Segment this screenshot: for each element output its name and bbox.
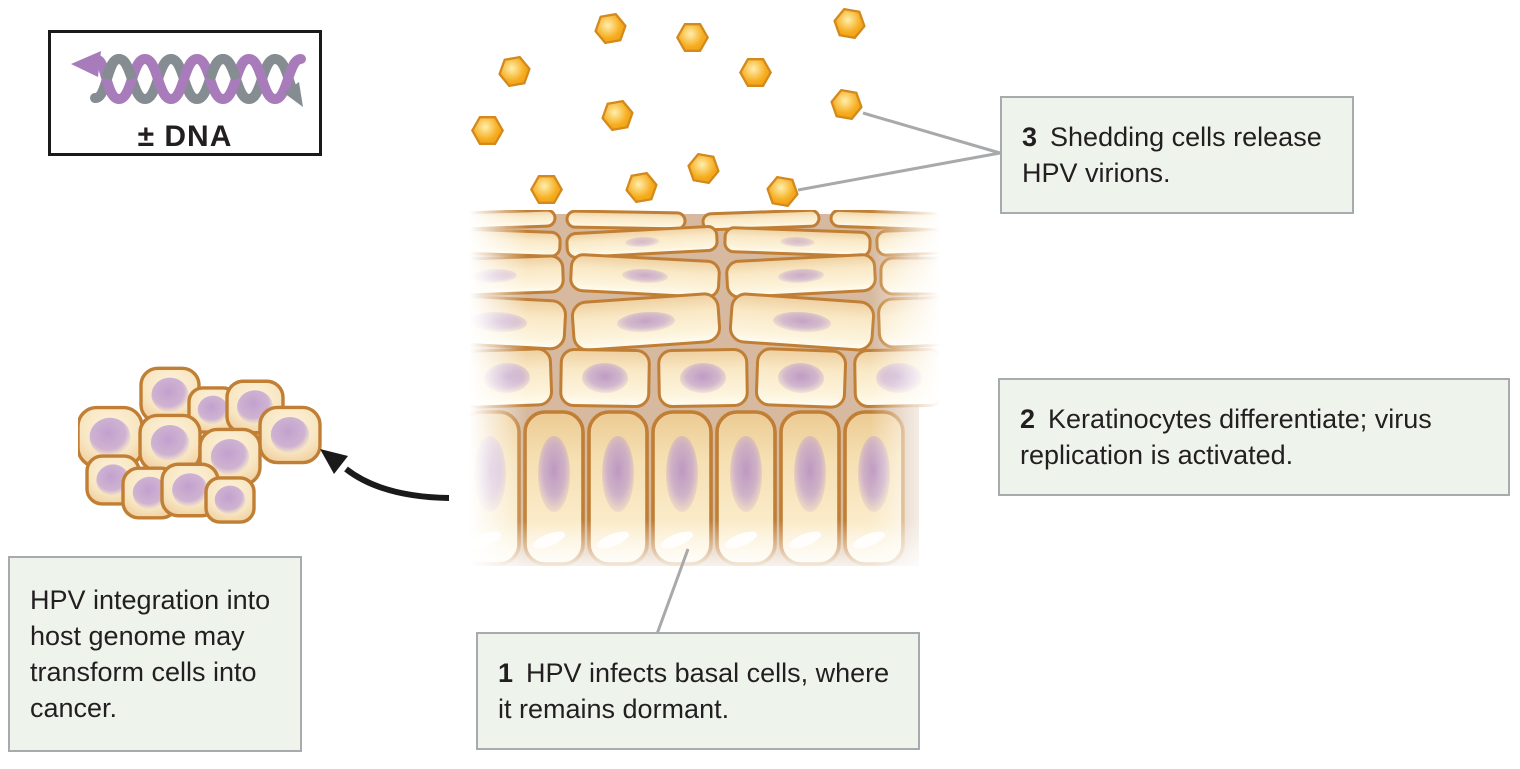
leader-line-virion-lower: [797, 151, 1001, 192]
cell-nucleus: [680, 362, 726, 394]
hpv-virion-icon: [685, 151, 723, 185]
hpv-virion-icon: [676, 23, 709, 52]
cell-nucleus: [625, 236, 659, 248]
dna-helix-icon: [71, 51, 306, 107]
cell-nucleus: [794, 436, 826, 512]
callout-text: HPV infects basal cells, where it remain…: [498, 658, 890, 724]
dna-legend: ± DNA: [48, 30, 322, 156]
cell-nucleus: [773, 311, 831, 333]
epithelial-cell: [701, 210, 821, 232]
cell-nucleus: [666, 436, 698, 512]
cancer-cell-nucleus: [151, 377, 189, 413]
callout-cancer-note: HPV integration into host genome may tra…: [8, 556, 302, 752]
cell-nucleus: [602, 436, 634, 512]
cell-nucleus: [730, 436, 762, 512]
cell-nucleus: [538, 436, 570, 512]
hpv-virion-icon: [828, 87, 866, 121]
cancer-cell-nucleus: [172, 473, 208, 507]
hpv-virion-icon: [599, 98, 637, 132]
cell-nucleus: [582, 362, 628, 394]
cancer-cell-nucleus: [132, 476, 168, 510]
cancer-cell-nucleus: [197, 395, 229, 425]
cancer-cell-nucleus: [150, 425, 190, 461]
cancer-cell-nucleus: [214, 485, 246, 515]
cell-nucleus: [778, 268, 824, 284]
dna-strand-gray-weave: [101, 53, 137, 81]
epithelial-cell: [565, 210, 687, 231]
step-number: 1: [498, 658, 514, 688]
leader-line-virion-upper: [862, 111, 1001, 155]
epithelium-illustration: [455, 210, 940, 595]
callout-text: Keratinocytes differentiate; virus repli…: [1020, 404, 1432, 470]
cancer-cell-cluster: [78, 366, 322, 524]
dna-strand-gray-weave2: [205, 53, 241, 81]
hpv-virion-icon: [592, 11, 630, 45]
hpv-virion-icon: [739, 58, 772, 87]
cell-nucleus: [617, 311, 675, 333]
dna-purple-arrowhead: [71, 51, 101, 77]
cell-nucleus: [780, 236, 815, 248]
cancer-cell-nucleus: [270, 417, 310, 453]
hpv-virion-icon: [831, 6, 869, 40]
dna-legend-label: ± DNA: [137, 120, 233, 153]
callout-text: HPV integration into host genome may tra…: [30, 585, 271, 723]
dna-strand-purple: [92, 53, 306, 105]
callout-text: Shedding cells release HPV virions.: [1022, 122, 1322, 188]
cancer-cell-nucleus: [210, 439, 250, 475]
step-number: 2: [1020, 404, 1036, 434]
hpv-virion-icon: [764, 174, 802, 208]
cell-nucleus: [622, 268, 668, 284]
step-number: 3: [1022, 122, 1038, 152]
cancer-cell-nucleus: [89, 417, 131, 457]
hpv-virion-icon: [623, 170, 661, 204]
dna-gray-arrowhead: [284, 82, 303, 107]
hpv-virion-icon: [496, 54, 534, 88]
hpv-virion-icon: [471, 116, 504, 145]
hpv-virion-icon: [530, 175, 563, 204]
cell-nucleus: [778, 362, 824, 394]
